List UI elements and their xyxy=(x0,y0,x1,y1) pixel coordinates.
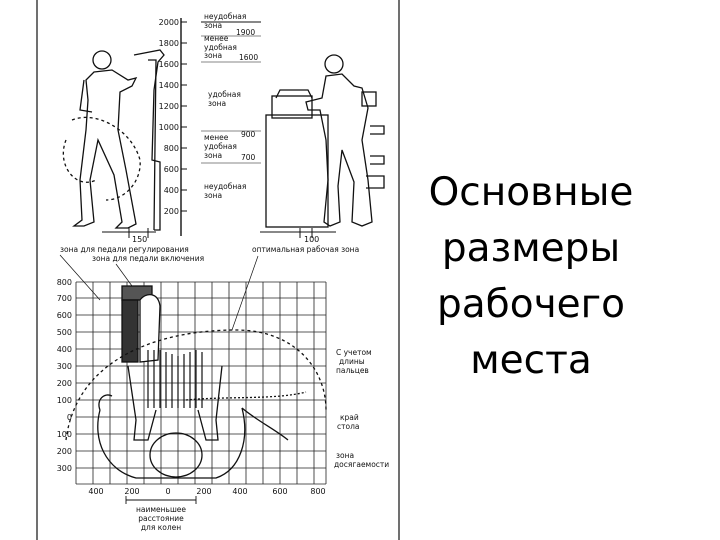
zone-label: менее xyxy=(204,34,229,43)
scale-tick: 1200 xyxy=(159,102,179,111)
scale-tick: 800 xyxy=(164,144,179,153)
standing-worker-illustration: 150 xyxy=(62,49,165,244)
y-tick: 200 xyxy=(57,379,72,388)
scale-tick: 2000 xyxy=(159,18,179,27)
seated-worker-top-view xyxy=(65,285,327,479)
edge-label: край xyxy=(340,413,359,422)
scale-tick: 1800 xyxy=(159,39,179,48)
zone-label: менее xyxy=(204,133,229,142)
y-tick: 0 xyxy=(67,413,72,422)
scale-tick: 200 xyxy=(164,207,179,216)
zone-label: зона xyxy=(204,51,222,60)
plan-grid xyxy=(75,281,327,485)
zone-label: удобная xyxy=(204,142,237,151)
y-tick: 700 xyxy=(57,294,72,303)
slide-title: Основные размеры рабочего места xyxy=(402,165,660,389)
zone-label: зона xyxy=(204,191,222,200)
pedal-zone-label: зона для педали регулирования xyxy=(60,245,189,254)
finger-label: длины xyxy=(339,357,365,366)
zone-label: зона xyxy=(204,21,222,30)
scale-tick: 600 xyxy=(164,165,179,174)
optimal-zone-label: оптимальная рабочая зона xyxy=(252,245,359,254)
y-tick: 100 xyxy=(57,396,72,405)
y-tick: 500 xyxy=(57,328,72,337)
zone-label: неудобная xyxy=(204,182,246,191)
y-tick: 800 xyxy=(57,278,72,287)
y-tick: 100 xyxy=(57,430,72,439)
mark-label: 900 xyxy=(241,130,256,139)
scale-tick: 1400 xyxy=(159,81,179,90)
y-tick: 300 xyxy=(57,362,72,371)
x-tick: 600 xyxy=(272,487,287,496)
plan-right-labels: С учетом длины пальцев край стола зона д… xyxy=(334,348,389,469)
zone-labels: неудобная зона 1900 менее удобная зона 1… xyxy=(201,12,261,200)
reach-label: досягаемости xyxy=(334,460,389,469)
knee-distance-label: наименьшее xyxy=(136,505,186,514)
zone-label: удобная xyxy=(204,43,237,52)
scale-tick: 1600 xyxy=(159,60,179,69)
mark-label: 1900 xyxy=(236,28,255,37)
x-tick: 200 xyxy=(124,487,139,496)
workplace-dimensions-figure: 2000 1800 1600 1400 1200 1000 800 600 40… xyxy=(36,0,400,540)
mark-label: 1600 xyxy=(239,53,258,62)
x-tick: 400 xyxy=(232,487,247,496)
slide-title-line: места xyxy=(470,338,592,383)
mark-label: 700 xyxy=(241,153,256,162)
y-tick: 200 xyxy=(57,447,72,456)
reach-label: зона xyxy=(336,451,354,460)
y-tick: 400 xyxy=(57,345,72,354)
scale-tick: 400 xyxy=(164,186,179,195)
scale-tick: 1000 xyxy=(159,123,179,132)
zone-label: зона xyxy=(208,99,226,108)
y-tick: 600 xyxy=(57,311,72,320)
edge-label: стола xyxy=(337,422,359,431)
slide-title-line: размеры xyxy=(441,226,621,271)
zone-label: зона xyxy=(204,151,222,160)
pedal-zone-label: зона для педали включения xyxy=(92,254,204,263)
zone-label: неудобная xyxy=(204,12,246,21)
finger-label: С учетом xyxy=(336,348,372,357)
mark-label: 100 xyxy=(304,235,319,244)
y-tick: 300 xyxy=(57,464,72,473)
knee-distance-label: для колен xyxy=(141,523,181,532)
finger-label: пальцев xyxy=(336,366,369,375)
slide-title-line: Основные xyxy=(428,170,634,215)
height-scale: 2000 1800 1600 1400 1200 1000 800 600 40… xyxy=(159,18,187,236)
standing-worker-at-machine-illustration: 100 xyxy=(260,54,385,244)
x-tick: 200 xyxy=(196,487,211,496)
knee-distance-label: расстояние xyxy=(138,514,184,523)
mark-label: 150 xyxy=(132,235,147,244)
plan-x-ticks: 400 200 0 200 400 600 800 xyxy=(88,487,325,496)
plan-y-ticks: 800 700 600 500 400 300 200 100 0 100 20… xyxy=(57,278,72,473)
zone-label: удобная xyxy=(208,90,241,99)
x-tick: 400 xyxy=(88,487,103,496)
knee-distance-dimension: наименьшее расстояние для колен xyxy=(125,496,197,532)
x-tick: 0 xyxy=(165,487,170,496)
slide-title-line: рабочего xyxy=(437,282,625,327)
x-tick: 800 xyxy=(310,487,325,496)
